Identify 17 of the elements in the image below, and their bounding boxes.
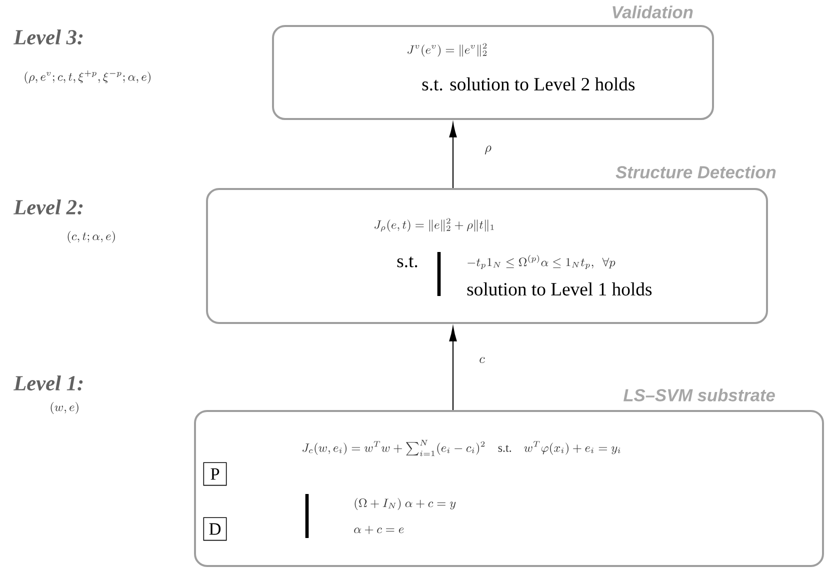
letter-box: P [203, 462, 227, 486]
node-label: Structure Detection [616, 166, 776, 178]
edge-label: $c$ [480, 356, 485, 363]
level-box: Validation $J^v(e^v) = \|e^v\|_2^2$ s.t. solution to Level 2 holds [272, 6, 714, 120]
variable-list: $(\rho, e^v; c, t, \xi^{+p}, \xi^{-p}; \alpha, e)$ [24, 70, 150, 84]
edge-label: $\rho$ [484, 146, 492, 154]
variable-list: $(c, t; \alpha, e)$ [68, 230, 115, 243]
level-label: Level 1: [13, 375, 83, 391]
arrow [449, 122, 457, 188]
level-label: Level 2: [13, 199, 83, 215]
level-box: Structure Detection $J_\rho(e,t) = \|e\|_2^2 + \rho\|t\|_1$ s.t. $-t_p 1_N \leq \Omega^{(p)}\alpha \leq 1_N t_p,\ \ \forall p$ solution to Level 1 holds [206, 166, 776, 324]
node-label: LS–SVM substrate [624, 388, 775, 402]
letter-box: D [203, 517, 227, 541]
arrow [449, 326, 457, 410]
level-label: Level 3: [13, 29, 83, 45]
node-label: Validation [612, 6, 693, 18]
variable-list: $(w, e)$ [50, 402, 78, 414]
